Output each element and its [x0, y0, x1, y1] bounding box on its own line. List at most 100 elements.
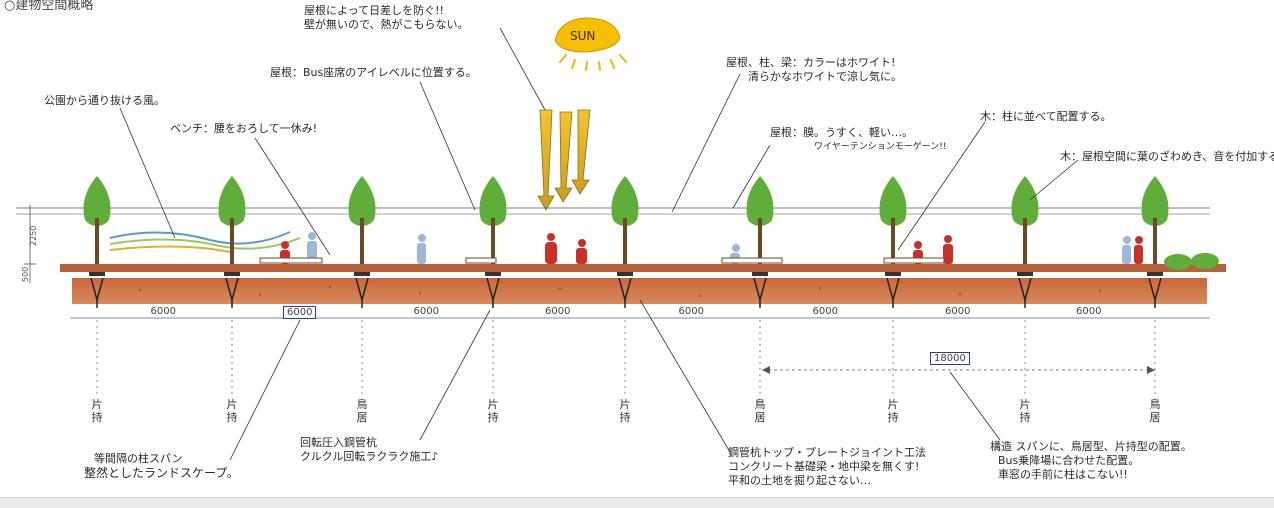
- note-steel-line2: コンクリート基礎梁・地中梁を無くす!: [728, 460, 920, 473]
- column-type-label: 片持: [226, 398, 238, 424]
- pile-plate: [354, 272, 370, 276]
- column-post: [491, 218, 495, 264]
- tree-icon: [879, 176, 907, 226]
- column-type-label: 鳥居: [754, 398, 766, 424]
- steel-pile: [1018, 277, 1032, 308]
- column-4: [479, 176, 507, 395]
- benches: [259, 257, 945, 264]
- sun-icon: SUN: [554, 17, 627, 71]
- note-roof-membrane-line1: 屋根：膜。うすく、軽い…。: [770, 126, 913, 139]
- span-dim-4: 6000: [545, 306, 571, 317]
- wind-lines: [109, 231, 301, 253]
- tree-icon: [611, 176, 639, 226]
- column-post: [623, 218, 627, 264]
- note-structure-line3: 車窓の手前に柱はこない!!: [998, 468, 1128, 481]
- tree-icon: [1011, 176, 1039, 226]
- steel-pile: [1148, 277, 1162, 308]
- note-steel-line1: 鋼管杭トップ・プレートジョイント工法: [728, 446, 926, 459]
- column-type-label: 片持: [1019, 398, 1031, 424]
- column-type-label: 鳥居: [356, 398, 368, 424]
- span-dim-3: 6000: [413, 306, 439, 317]
- column-post: [1153, 218, 1157, 264]
- tree-icon: [1141, 176, 1169, 226]
- span-dim-2: 6000: [283, 306, 317, 319]
- note-pile: 回転圧入鋼管杭 クルクル回転ラクラク施工♪: [300, 436, 438, 464]
- leader-lines: [119, 27, 1079, 461]
- column-post: [1023, 218, 1027, 264]
- note-roof-level: 屋根：Bus座席のアイレベルに位置する。: [270, 66, 477, 79]
- column-post: [758, 218, 762, 264]
- column-9: [1141, 176, 1169, 395]
- note-equal-span-line2: 整然としたランドスケープ。: [84, 466, 239, 480]
- note-roof-membrane: 屋根：膜。うすく、軽い…。 ワイヤーテンションモーゲーン!!: [770, 126, 947, 154]
- pile-plate: [752, 272, 768, 276]
- column-7: [879, 176, 907, 395]
- note-trees-1: 木：柱に並べて配置する。: [980, 110, 1112, 123]
- column-type-label: 鳥居: [1149, 398, 1161, 424]
- note-wind: 公園から通り抜ける風。: [44, 94, 165, 107]
- note-pile-line1: 回転圧入鋼管杭: [300, 436, 377, 449]
- note-sun-shade: 屋根によって日差しを防ぐ!! 壁が無いので、熱がこもらない。: [304, 4, 469, 32]
- ground-surface: [60, 264, 1226, 272]
- note-roof-color-line1: 屋根、柱、梁：カラーはホワイト!: [726, 56, 896, 69]
- tree-icon: [746, 176, 774, 226]
- note-steel-line3: 平和の土地を掘り起さない…: [728, 474, 871, 487]
- column-8: [1011, 176, 1039, 395]
- column-type-label: 片持: [619, 398, 631, 424]
- height-dim: 2250: [29, 226, 38, 246]
- people: [280, 232, 1143, 264]
- section-title: ○建物空間概略: [4, 0, 94, 13]
- note-trees-2: 木：屋根空間に葉のざわめき、音を付加する: [1060, 150, 1274, 163]
- column-1: [83, 176, 111, 395]
- column-3: [348, 176, 376, 395]
- span-dim-1: 6000: [150, 306, 176, 317]
- note-roof-color: 屋根、柱、梁：カラーはホワイト! 清らかなホワイトで涼し気に。: [726, 56, 902, 84]
- span-dim-5: 6000: [678, 306, 704, 317]
- sun-label: SUN: [570, 29, 595, 43]
- note-sun-shade-line1: 屋根によって日差しを防ぐ!!: [304, 4, 444, 17]
- note-equal-span-line1: 等間隔の柱スパン: [94, 452, 183, 465]
- pile-plate: [224, 272, 240, 276]
- span-dim-6: 6000: [812, 306, 838, 317]
- note-structure: 構造 スパンに、鳥居型、片持型の配置。 Bus乗降場に合わせた配置。 車窓の手前…: [990, 440, 1192, 482]
- steel-pile: [355, 277, 369, 308]
- tree-icon: [218, 176, 246, 226]
- note-roof-color-line2: 清らかなホワイトで涼し気に。: [748, 70, 902, 83]
- tree-icon: [83, 176, 111, 226]
- steel-pile: [886, 277, 900, 308]
- bushes: [1164, 253, 1219, 270]
- steel-pile: [618, 277, 632, 308]
- pile-plate: [89, 272, 105, 276]
- steel-pile: [90, 277, 104, 308]
- column-type-label: 片持: [487, 398, 499, 424]
- sunlight-arrows: [537, 109, 591, 211]
- note-steel: 鋼管杭トップ・プレートジョイント工法 コンクリート基礎梁・地中梁を無くす! 平和…: [728, 446, 926, 488]
- column-post: [230, 218, 234, 264]
- note-sun-shade-line2: 壁が無いので、熱がこもらない。: [304, 18, 469, 31]
- steel-pile: [486, 277, 500, 308]
- bus-span-dim: 18000: [930, 352, 970, 365]
- column-type-label: 片持: [91, 398, 103, 424]
- pile-plate: [1147, 272, 1163, 276]
- note-structure-line2: Bus乗降場に合わせた配置。: [998, 454, 1140, 467]
- steel-pile: [753, 277, 767, 308]
- column-type-label: 片持: [887, 398, 899, 424]
- column-post: [891, 218, 895, 264]
- column-post: [360, 218, 364, 264]
- span-dim-8: 6000: [1076, 306, 1102, 317]
- column-2: [218, 176, 246, 395]
- span-dim-7: 6000: [945, 306, 971, 317]
- pile-plate: [485, 272, 501, 276]
- note-bench: ベンチ：腰をおろして一休み!: [170, 122, 318, 135]
- base-dim: 500: [21, 267, 30, 282]
- column-5: [611, 176, 639, 395]
- steel-pile: [225, 277, 239, 308]
- pile-plate: [1017, 272, 1033, 276]
- pile-plate: [617, 272, 633, 276]
- note-pile-line2: クルクル回転ラクラク施工♪: [300, 450, 439, 463]
- tree-icon: [479, 176, 507, 226]
- column-post: [95, 218, 99, 264]
- note-structure-line1: 構造 スパンに、鳥居型、片持型の配置。: [990, 440, 1192, 453]
